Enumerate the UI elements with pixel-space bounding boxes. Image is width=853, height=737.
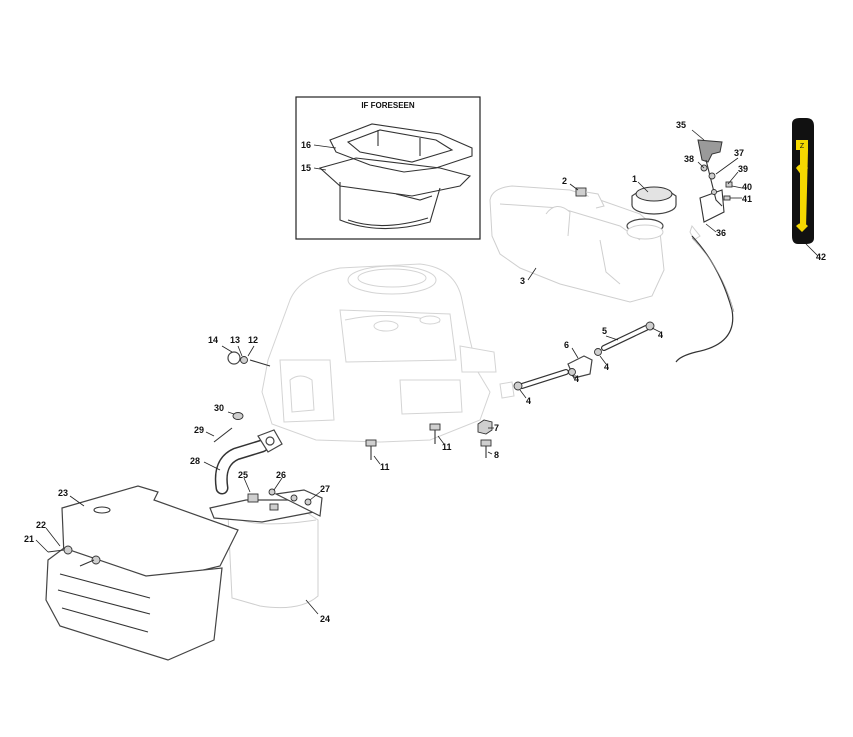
callout-22: 22 xyxy=(36,520,46,530)
part-2-screw xyxy=(575,187,605,209)
callout-13: 13 xyxy=(230,335,240,345)
callout-5: 5 xyxy=(602,326,607,336)
callout-1: 1 xyxy=(632,174,637,184)
part-29-30-stud xyxy=(213,412,244,443)
throttle-lever-icon xyxy=(689,139,733,241)
svg-text:Z: Z xyxy=(800,143,805,150)
callout-27: 27 xyxy=(320,484,330,494)
fuel-cap-icon xyxy=(631,186,677,215)
callout-40: 40 xyxy=(742,182,752,192)
callout-36: 36 xyxy=(716,228,726,238)
callout-3: 3 xyxy=(520,276,525,286)
throttle-decal-icon: Z xyxy=(792,118,814,244)
callout-42: 42 xyxy=(816,252,826,262)
callout-2: 2 xyxy=(562,176,567,186)
callout-15: 15 xyxy=(301,163,311,173)
callout-labels: 1 2 3 35 37 38 39 40 41 36 42 5 6 4 4 4 … xyxy=(24,120,826,624)
part-24-muffler xyxy=(209,493,319,609)
callout-11a: 11 xyxy=(380,462,390,472)
callout-4a: 4 xyxy=(526,396,531,406)
callout-30: 30 xyxy=(214,403,224,413)
inset-title: IF FORESEEN xyxy=(361,101,415,110)
callout-16: 16 xyxy=(301,140,311,150)
part-23-heat-shield xyxy=(45,485,239,661)
callout-11b: 11 xyxy=(442,442,452,452)
bolt-icon xyxy=(365,423,492,460)
callout-24: 24 xyxy=(320,614,330,624)
callout-38: 38 xyxy=(684,154,694,164)
callout-37: 37 xyxy=(734,148,744,158)
callout-28: 28 xyxy=(190,456,200,466)
callout-12: 12 xyxy=(248,335,258,345)
callout-29: 29 xyxy=(194,425,204,435)
part-15-bowl xyxy=(318,157,472,230)
callout-26: 26 xyxy=(276,470,286,480)
fuel-line-assembly xyxy=(513,321,655,391)
callout-8: 8 xyxy=(494,450,499,460)
callout-21: 21 xyxy=(24,534,34,544)
callout-4b: 4 xyxy=(574,374,579,384)
callout-35: 35 xyxy=(676,120,686,130)
inset-if-foreseen: IF FORESEEN 16 15 xyxy=(295,96,481,240)
engine-ghost xyxy=(261,263,515,443)
callout-6: 6 xyxy=(564,340,569,350)
callout-23: 23 xyxy=(58,488,68,498)
callout-4c: 4 xyxy=(604,362,609,372)
callout-25: 25 xyxy=(238,470,248,480)
callout-41: 41 xyxy=(742,194,752,204)
part-27-bracket xyxy=(268,488,323,517)
part-3-fuel-tank xyxy=(489,185,665,303)
nut-icon xyxy=(227,351,493,435)
part-28-exhaust-pipe xyxy=(214,429,283,495)
leader-lines xyxy=(35,129,819,615)
callout-7: 7 xyxy=(494,423,499,433)
throttle-cable xyxy=(675,235,734,363)
callout-14: 14 xyxy=(208,335,218,345)
callout-39: 39 xyxy=(738,164,748,174)
callout-4d: 4 xyxy=(658,330,663,340)
